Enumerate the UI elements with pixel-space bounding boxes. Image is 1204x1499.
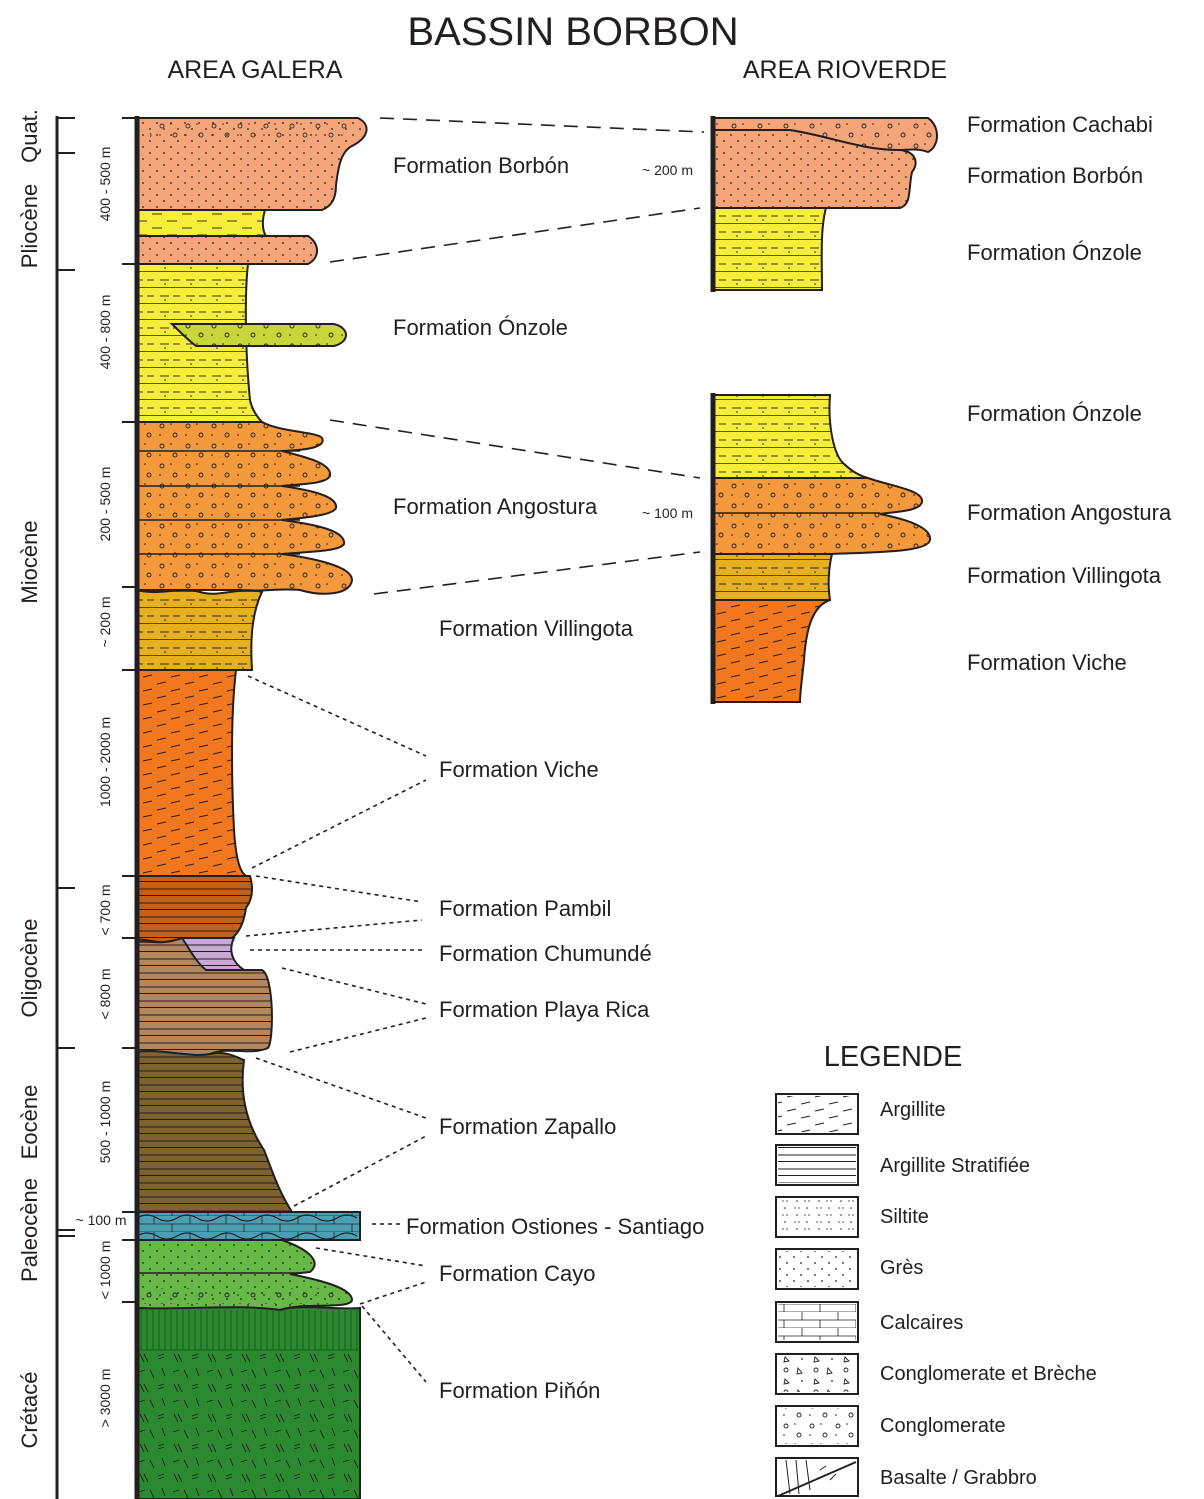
legend-item-calcaires: Calcaires	[775, 1301, 963, 1343]
rioverde-formation-labels: ~ 200 m ~ 100 m Formation Cachabi Format…	[642, 112, 1172, 675]
legend-label-argillite: Argillite	[880, 1099, 946, 1121]
legend-item-stratified: Argillite Stratifiée	[775, 1144, 1030, 1186]
galera-thickness-scale: 400 - 500 m 400 - 800 m 200 - 500 m ~ 20…	[76, 117, 137, 1428]
legend-label-calcaires: Calcaires	[880, 1312, 963, 1334]
legend-item-gres: Grès	[775, 1248, 923, 1290]
legend-label-breccia: Conglomerate et Brèche	[880, 1363, 1097, 1385]
legend-item-basalt: Basalte / Grabbro	[775, 1457, 1037, 1497]
era-label-eocene: Eocène	[17, 1085, 42, 1160]
era-label-quat: Quat.	[17, 109, 42, 163]
label-rioverde-onzole-lower: Formation Ónzole	[967, 401, 1142, 426]
legend-item-conglomerate: Conglomerate	[775, 1405, 1006, 1447]
thickness-borbon: 400 - 500 m	[97, 147, 113, 222]
legend-label-gres: Grès	[880, 1257, 923, 1279]
label-galera-pambil: Formation Pambil	[439, 896, 611, 921]
era-label-cretace: Crétacé	[17, 1371, 42, 1448]
label-galera-pinon: Formation Piňón	[439, 1378, 600, 1403]
correlation-lines	[245, 117, 705, 1383]
label-rioverde-villingota: Formation Villingota	[967, 563, 1162, 588]
label-galera-villingota: Formation Villingota	[439, 616, 634, 641]
rioverde-upper-column	[710, 116, 938, 292]
thickness-cayo: < 1000 m	[97, 1241, 113, 1300]
label-galera-angostura: Formation Angostura	[393, 494, 598, 519]
legend-label-siltite: Siltite	[880, 1206, 929, 1228]
label-galera-onzole: Formation Ónzole	[393, 315, 568, 340]
rioverde-lower-column	[710, 393, 931, 704]
legend: LEGENDE Argillite Argillite Stratifiée S…	[775, 1041, 1097, 1497]
legend-label-conglomerate: Conglomerate	[880, 1415, 1006, 1437]
legend-item-siltite: Siltite	[775, 1196, 929, 1238]
label-galera-cayo: Formation Cayo	[439, 1261, 596, 1286]
label-galera-chumunde: Formation Chumundé	[439, 941, 652, 966]
thickness-onzole: 400 - 800 m	[97, 295, 113, 370]
label-rioverde-onzole-upper: Formation Ónzole	[967, 240, 1142, 265]
area-rioverde-header: AREA RIOVERDE	[743, 56, 947, 84]
galera-formation-labels: Formation Borbón Formation Ónzole Format…	[393, 153, 704, 1403]
era-label-oligocene: Oligocène	[17, 918, 42, 1017]
thickness-villingota: ~ 200 m	[97, 597, 113, 648]
thickness-ostiones: ~ 100 m	[76, 1212, 127, 1228]
thickness-rioverde-lower: ~ 100 m	[642, 505, 693, 521]
label-rioverde-borbon: Formation Borbón	[967, 163, 1143, 188]
legend-item-breccia: Conglomerate et Brèche	[775, 1353, 1097, 1395]
thickness-viche: 1000 - 2000 m	[97, 717, 113, 807]
legend-item-argillite: Argillite	[775, 1093, 946, 1135]
label-galera-zapallo: Formation Zapallo	[439, 1114, 616, 1139]
legend-label-stratified: Argillite Stratifiée	[880, 1155, 1030, 1177]
label-galera-borbon: Formation Borbón	[393, 153, 569, 178]
thickness-zapallo: 500 - 1000 m	[97, 1081, 113, 1164]
label-rioverde-angostura: Formation Angostura	[967, 500, 1172, 525]
thickness-pinon: > 3000 m	[97, 1369, 113, 1428]
era-label-pliocene: Pliocène	[17, 184, 42, 268]
thickness-angostura: 200 - 500 m	[97, 467, 113, 542]
thickness-pambil: < 700 m	[97, 885, 113, 936]
legend-label-basalt: Basalte / Grabbro	[880, 1467, 1037, 1489]
label-galera-ostiones: Formation Ostiones - Santiago	[406, 1214, 704, 1239]
era-label-paleocene: Paleocène	[17, 1178, 42, 1282]
diagram-title: BASSIN BORBON	[407, 10, 738, 54]
thickness-playa-rica: < 800 m	[97, 969, 113, 1020]
thickness-rioverde-upper: ~ 200 m	[642, 162, 693, 178]
galera-column	[134, 116, 368, 1499]
legend-title: LEGENDE	[824, 1041, 963, 1073]
era-axis: Quat. Pliocène Miocène Oligocène Eocène …	[17, 109, 75, 1499]
label-rioverde-viche: Formation Viche	[967, 650, 1127, 675]
label-galera-playa-rica: Formation Playa Rica	[439, 997, 650, 1022]
area-galera-header: AREA GALERA	[167, 56, 342, 84]
era-label-miocene: Miocène	[17, 520, 42, 603]
label-galera-viche: Formation Viche	[439, 757, 599, 782]
label-rioverde-cachabi: Formation Cachabi	[967, 112, 1153, 137]
